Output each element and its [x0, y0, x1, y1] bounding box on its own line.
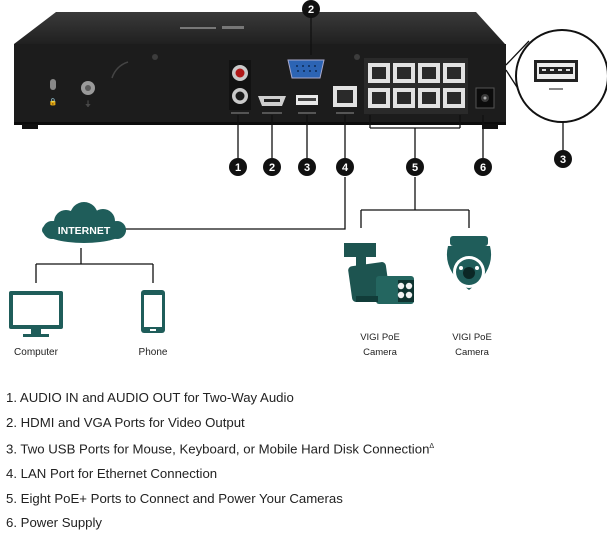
callout-badge-hdmi: 2: [263, 158, 281, 176]
internet-label: INTERNET: [58, 225, 111, 237]
legend-text: 4. LAN Port for Ethernet Connection: [6, 466, 218, 482]
kensington-lock-icon: 🔒: [49, 79, 58, 106]
camera2-label-line1: VIGI PoE: [452, 332, 492, 343]
nvr-device: 🔒 ⏚: [14, 12, 506, 129]
callout-badge-lan: 4: [336, 158, 354, 176]
callout-number: 6: [480, 162, 486, 174]
legend-text: 1. AUDIO IN and AUDIO OUT for Two-Way Au…: [6, 390, 294, 405]
callout-badge-poe: 5: [406, 158, 424, 176]
callout-badge-vga: 2: [302, 0, 320, 18]
usb-port: [296, 95, 318, 114]
svg-text:🔒: 🔒: [49, 98, 58, 106]
callout-number: 1: [235, 162, 241, 174]
leader-lines: [35, 16, 484, 283]
callout-badge-audio: 1: [229, 158, 247, 176]
callout-number: 3: [304, 162, 310, 174]
phone-icon: [141, 290, 165, 333]
callout-number: 3: [560, 154, 566, 166]
logo-icon: [180, 26, 244, 29]
camera1-label-line2: Camera: [363, 347, 398, 358]
legend-text: 3. Two USB Ports for Mouse, Keyboard, or…: [6, 441, 430, 457]
vga-port: [287, 59, 325, 79]
callout-number: 5: [412, 162, 418, 174]
screw-icon: [152, 54, 360, 60]
legend-item: 6. Power Supply: [6, 511, 606, 536]
usb-zoom-callout: [505, 29, 607, 150]
features-legend: 1. AUDIO IN and AUDIO OUT for Two-Way Au…: [6, 386, 606, 536]
hdmi-port: [258, 96, 286, 114]
callout-number: 2: [308, 4, 314, 16]
camera2-label-line2: Camera: [455, 347, 490, 358]
callout-badge-usb: 3: [298, 158, 316, 176]
legend-text: 6. Power Supply: [6, 515, 103, 531]
computer-label: Computer: [14, 347, 59, 358]
legend-text: 5. Eight PoE+ Ports to Connect and Power…: [6, 490, 343, 506]
callout-badge-usb-zoom: 3: [554, 150, 572, 168]
internet-cloud-icon: INTERNET: [42, 202, 126, 243]
computer-icon: [9, 291, 63, 337]
legend-item: 4. LAN Port for Ethernet Connection: [6, 462, 606, 487]
callout-badge-power: 6: [474, 158, 492, 176]
phone-label: Phone: [139, 347, 168, 358]
lan-port: [333, 86, 357, 114]
usb-zoom-port: [534, 60, 578, 90]
camera1-label-line1: VIGI PoE: [360, 332, 400, 343]
poe-ports: [364, 58, 468, 114]
dome-camera-icon: [446, 236, 492, 290]
legend-item: 5. Eight PoE+ Ports to Connect and Power…: [6, 487, 606, 512]
legend-text: 2. HDMI and VGA Ports for Video Output: [6, 414, 245, 430]
audio-ports: [229, 60, 251, 114]
callout-number: 2: [269, 162, 275, 174]
footnote-marker: Δ: [429, 443, 435, 451]
callout-number: 4: [342, 162, 349, 174]
legend-item: 3. Two USB Ports for Mouse, Keyboard, or…: [6, 435, 606, 462]
legend-item: 1. AUDIO IN and AUDIO OUT for Two-Way Au…: [6, 386, 606, 411]
power-port: [475, 87, 495, 109]
legend-item: 2. HDMI and VGA Ports for Video Output: [6, 411, 606, 436]
connection-diagram: 🔒 ⏚: [9, 0, 607, 358]
cable-arc: [111, 61, 129, 79]
ground-screw-icon: ⏚: [81, 81, 95, 108]
svg-text:⏚: ⏚: [85, 100, 92, 108]
bullet-camera-icon: [344, 243, 414, 304]
